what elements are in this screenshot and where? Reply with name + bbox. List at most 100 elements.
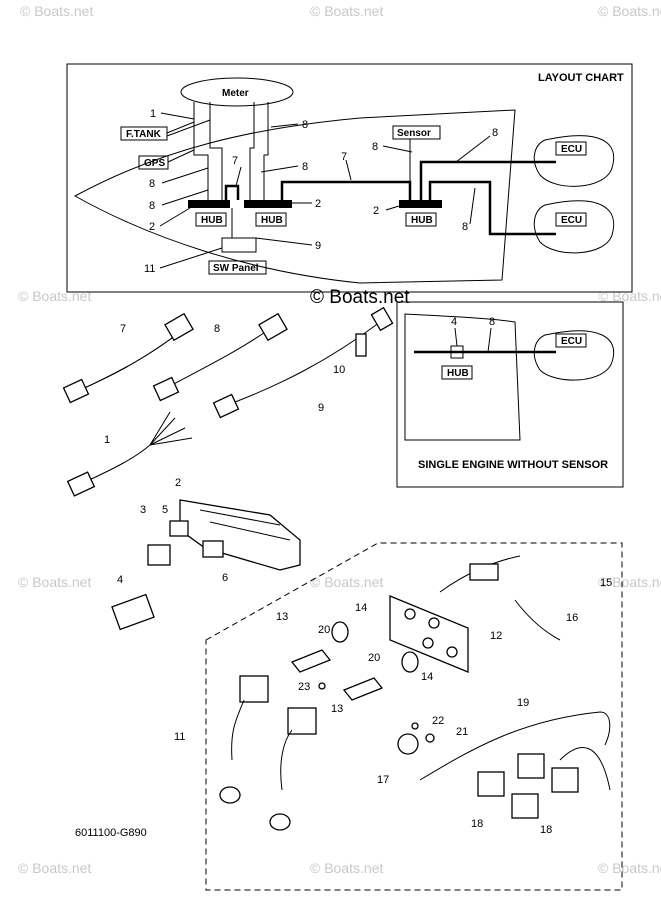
ecu-label: ECU [561, 144, 582, 155]
screw [425, 733, 435, 743]
sensor-label: Sensor [397, 128, 431, 139]
callout-number: 11 [174, 731, 185, 743]
inset-hub-box [441, 365, 473, 380]
inset-hull [404, 313, 521, 441]
ftank-label: F.TANK [126, 129, 162, 140]
connector [62, 378, 90, 404]
callout-number: 1 [150, 108, 156, 120]
boat-hull-outline [73, 109, 516, 284]
callout-number: 4 [451, 316, 457, 328]
hub-label: HUB [411, 215, 433, 226]
connector-cap [169, 520, 189, 537]
grommet [331, 621, 349, 643]
callout-number: 8 [462, 221, 468, 233]
sensor-box [392, 125, 441, 140]
callout-number: 9 [315, 240, 321, 252]
callout-number: 8 [489, 316, 495, 328]
inset-ecu-box [555, 333, 587, 348]
callout-number: 9 [318, 402, 324, 414]
callout-number: 2 [315, 198, 321, 210]
connector-cap [147, 544, 171, 566]
watermark: © Boats.net [598, 860, 661, 876]
callout-number: 13 [276, 611, 288, 623]
plug [219, 786, 241, 804]
callout-number: 20 [368, 652, 380, 664]
inset-hub-label: HUB [447, 368, 469, 379]
connector-cap [202, 540, 224, 558]
hub-block [244, 200, 292, 208]
watermark: © Boats.net [310, 574, 383, 590]
ecu-box [555, 212, 587, 227]
callout-number: 8 [149, 178, 155, 190]
connector [370, 306, 394, 332]
washer [411, 722, 419, 730]
ftank-box [120, 126, 168, 141]
callout-number: 7 [232, 155, 238, 167]
pin [318, 682, 326, 690]
callout-number: 2 [373, 205, 379, 217]
hub-label: HUB [201, 215, 223, 226]
watermark: © Boats.net [18, 860, 91, 876]
gps-label: GPS [144, 158, 165, 169]
diagram-code: 6011100-G890 [75, 827, 147, 839]
callout-number: 8 [372, 141, 378, 153]
layout-chart-frame [66, 63, 633, 293]
callout-number: 7 [120, 323, 126, 335]
callout-number: 6 [222, 572, 228, 584]
callout-number: 4 [117, 574, 123, 586]
callout-number: 18 [540, 824, 552, 836]
hub-unit [179, 499, 301, 571]
layout-chart: LAYOUT CHART Meter F.TANK GPS HUB HUB SW… [66, 63, 633, 293]
hub-label: HUB [261, 215, 283, 226]
callout-number: 8 [302, 119, 308, 131]
hub-box [405, 212, 437, 227]
hub-block [188, 200, 230, 208]
watermark: © Boats.net [18, 574, 91, 590]
watermark: © Boats.net [18, 288, 91, 304]
connector [66, 471, 96, 497]
relay-connector [551, 767, 579, 793]
connector [152, 376, 180, 402]
hub-connector [111, 593, 155, 631]
sw-panel-block [221, 237, 257, 253]
watermark: © Boats.net [598, 574, 661, 590]
callout-number: 14 [421, 671, 433, 683]
watermark: © Boats.net [598, 3, 661, 19]
callout-number: 17 [377, 774, 389, 786]
callout-number: 8 [302, 161, 308, 173]
hub-block [399, 200, 442, 208]
bracket [355, 333, 367, 357]
hub-box [195, 212, 227, 227]
relay [477, 771, 505, 797]
ecu-box [555, 141, 587, 156]
callout-number: 2 [149, 221, 155, 233]
connector [258, 312, 288, 342]
exploded-parts: 7 8 10 9 1 2 3 5 6 4 15 16 13 14 12 20 2… [62, 306, 623, 891]
relay [511, 793, 539, 819]
callout-number: 18 [471, 818, 483, 830]
callout-number: 20 [318, 624, 330, 636]
callout-number: 8 [149, 200, 155, 212]
watermark: © Boats.net [310, 3, 383, 19]
callout-number: 11 [144, 263, 155, 275]
callout-number: 22 [432, 715, 444, 727]
lanyard-switch [469, 563, 499, 581]
plug [269, 813, 291, 831]
meter-label: Meter [222, 88, 249, 99]
connector [212, 393, 240, 419]
callout-number: 10 [333, 364, 345, 376]
callout-number: 7 [341, 151, 347, 163]
callout-number: 8 [492, 127, 498, 139]
center-watermark: © Boats.net [310, 287, 410, 308]
layout-chart-title: LAYOUT CHART [538, 72, 624, 84]
switch-assembly [239, 675, 269, 703]
inset-ecu-label: ECU [561, 336, 582, 347]
gps-box [138, 155, 169, 170]
watermark: © Boats.net [20, 3, 93, 19]
buzzer [397, 733, 419, 755]
ecu-outline [533, 135, 615, 187]
sw-panel-label: SW Panel [213, 263, 259, 274]
watermark-layer: © Boats.net © Boats.net © Boats.net © Bo… [18, 3, 661, 876]
callout-number: 19 [517, 697, 529, 709]
grommet [401, 651, 419, 673]
